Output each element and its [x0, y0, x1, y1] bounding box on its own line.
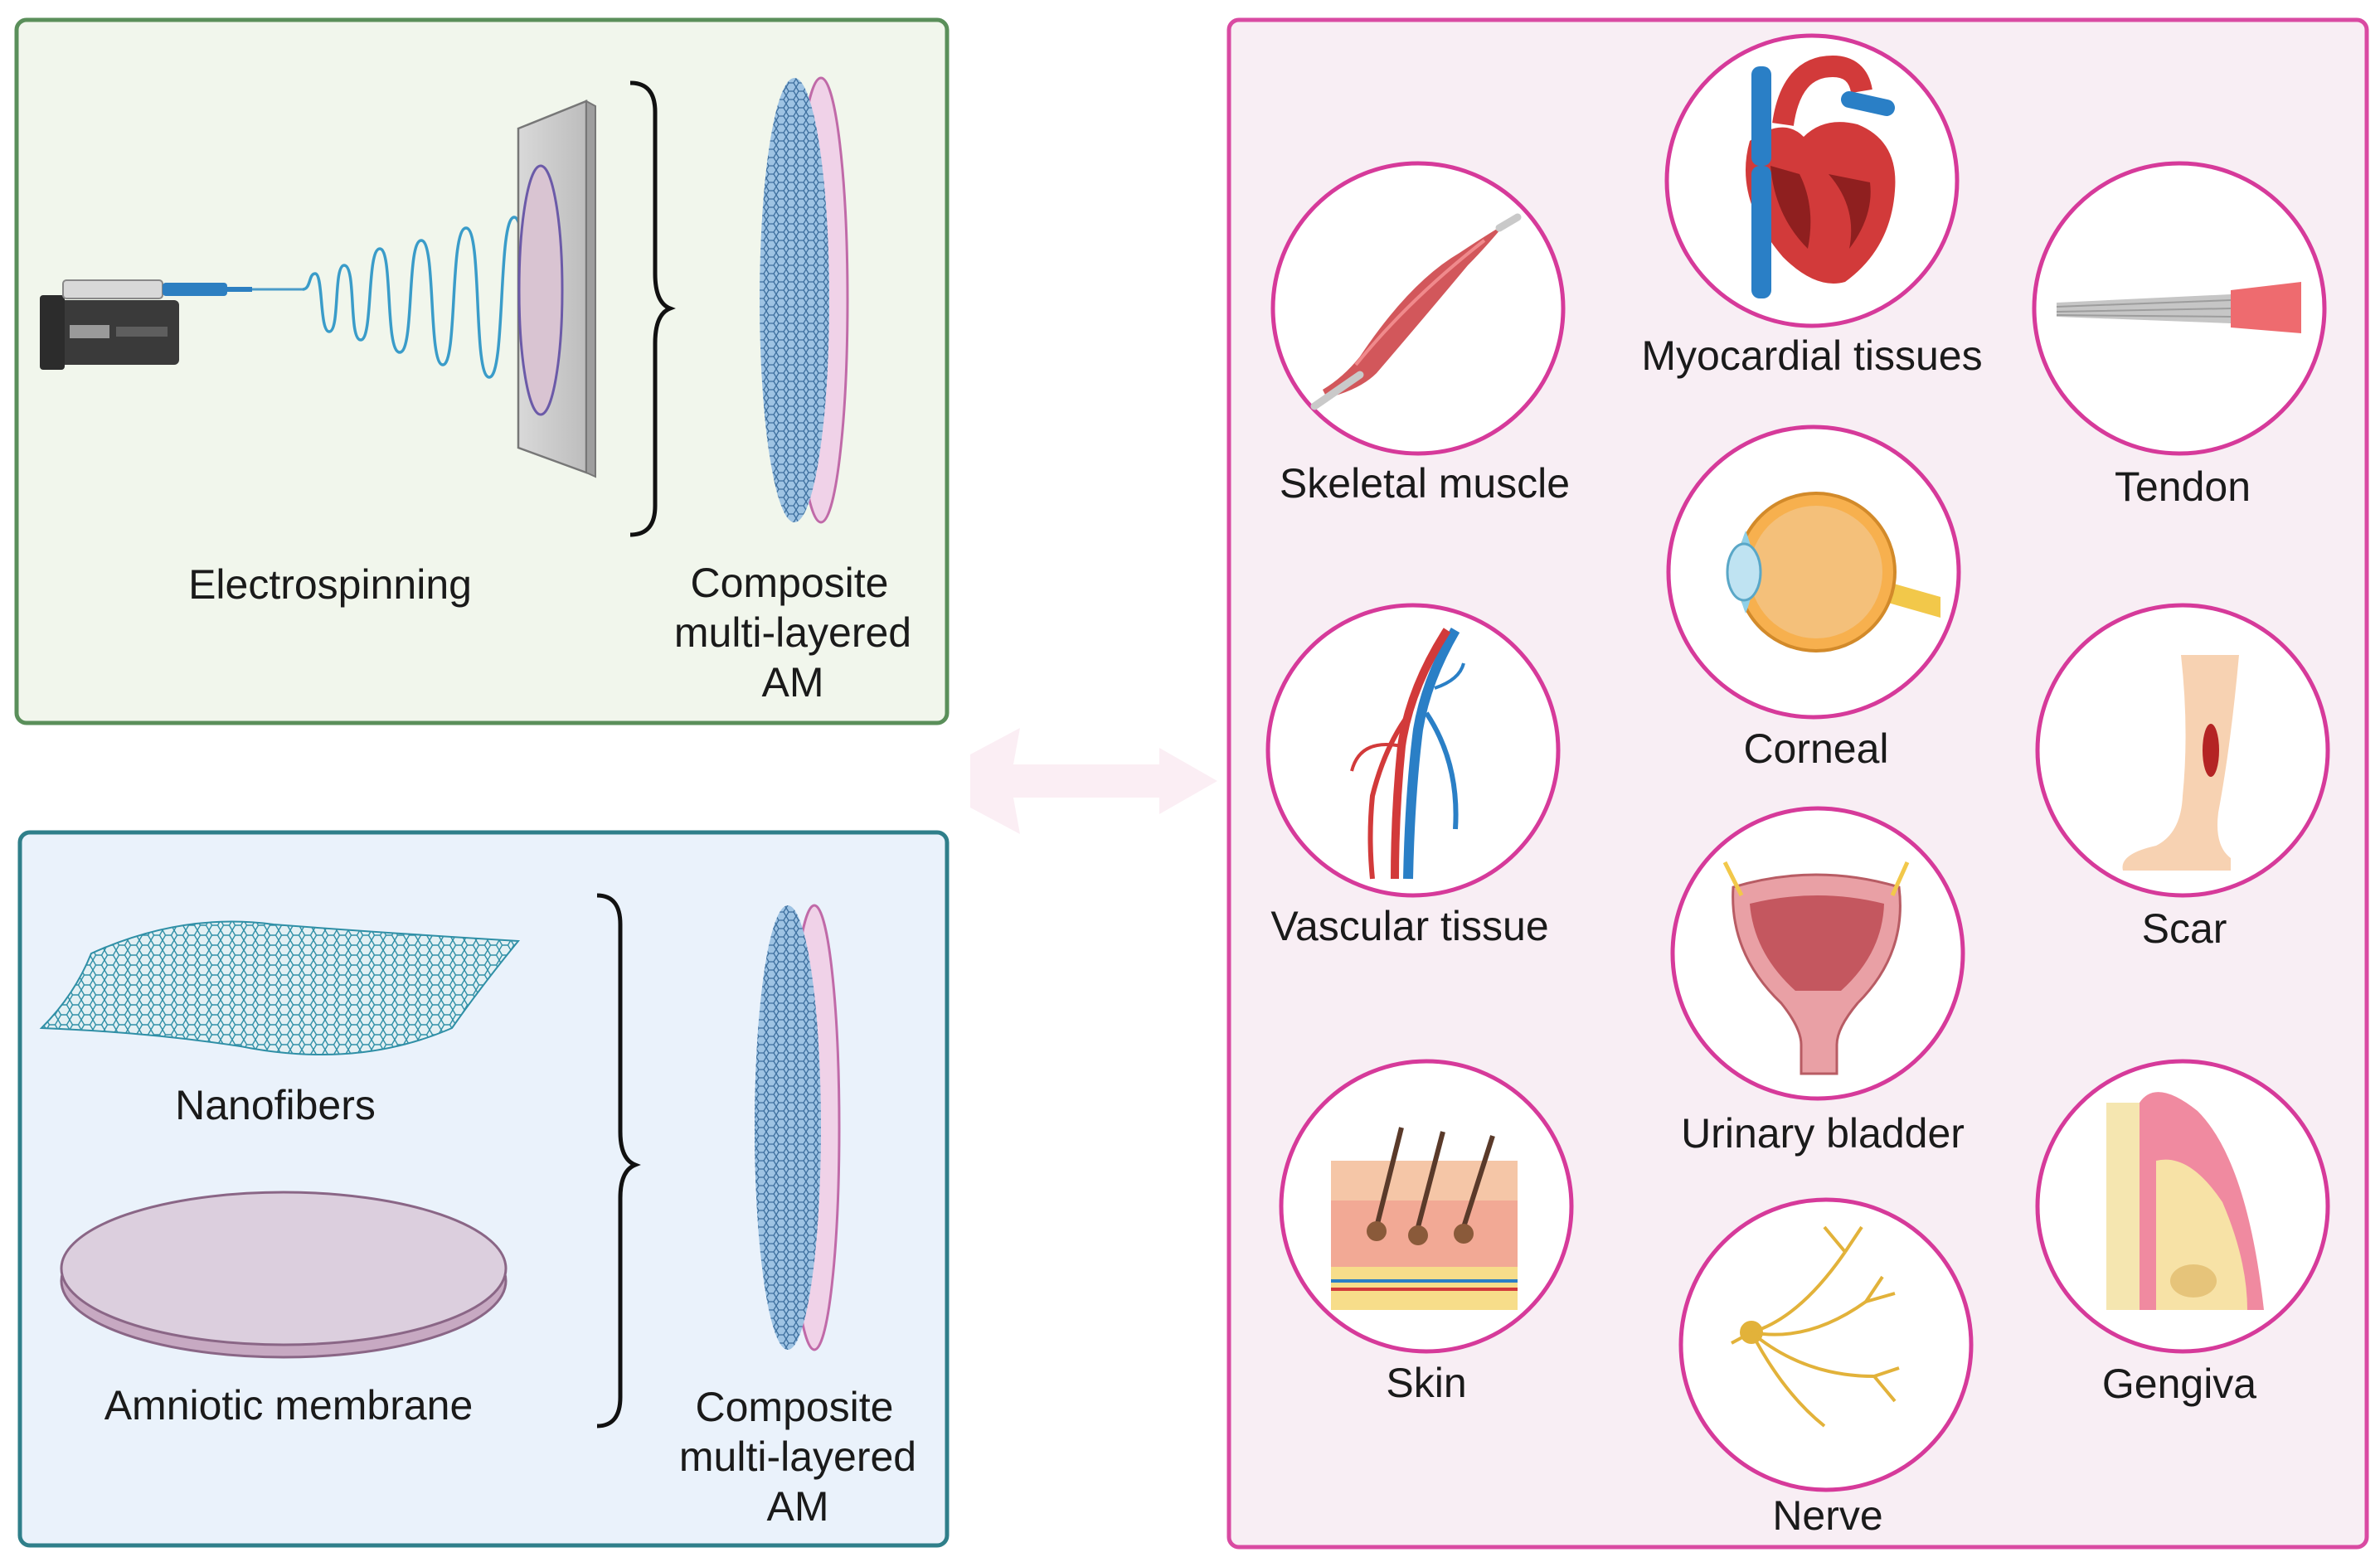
nanofiber-sheet-icon	[39, 920, 521, 1056]
gum-tooth-icon	[2106, 1092, 2264, 1310]
composite-label-line3: AM	[767, 1483, 829, 1530]
bladder-icon	[1722, 861, 1910, 1075]
corneal-label: Corneal	[1743, 725, 1888, 772]
amniotic-membrane-icon	[60, 1191, 508, 1359]
tendon-icon	[2056, 282, 2301, 333]
composite-label-line1: Composite	[691, 560, 889, 606]
scar-circle	[2035, 603, 2330, 898]
composite-label-line3: AM	[762, 659, 824, 706]
arrow-right-icon	[970, 728, 1217, 834]
skin-label: Skin	[1386, 1360, 1466, 1406]
composite-disc-icon	[760, 76, 849, 524]
nanofibers-label: Nanofibers	[175, 1082, 376, 1128]
syringe-pump-icon	[40, 279, 303, 370]
tendon-circle	[2032, 161, 2327, 456]
scar-label: Scar	[2142, 905, 2227, 952]
skeletal-muscle-circle	[1270, 161, 1566, 456]
layering-panel: Nanofibers Amniotic membrane Composite m…	[17, 830, 950, 1548]
brace-icon	[596, 893, 641, 1429]
composite-label-line2: multi-layered	[679, 1433, 916, 1480]
collector-plate-icon	[517, 99, 596, 478]
leg-scar-icon	[2122, 655, 2239, 871]
myocardial-label: Myocardial tissues	[1641, 332, 1982, 379]
skin-circle	[1279, 1059, 1574, 1354]
gengiva-label: Gengiva	[2102, 1361, 2256, 1407]
composite-disc-icon	[755, 904, 841, 1351]
gengiva-circle	[2035, 1059, 2330, 1354]
eye-icon	[1726, 492, 1940, 652]
skin-layers-icon	[1331, 1127, 1518, 1310]
electrospinning-label: Electrospinning	[188, 561, 472, 608]
composite-label-line1: Composite	[696, 1384, 894, 1430]
nerve-label: Nerve	[1772, 1492, 1882, 1539]
corneal-circle	[1666, 424, 1961, 720]
muscle-icon	[1310, 213, 1522, 410]
composite-label-line2: multi-layered	[674, 609, 911, 656]
tendon-label: Tendon	[2115, 463, 2251, 510]
nerve-icon	[1731, 1225, 1900, 1428]
nerve-circle	[1678, 1197, 1974, 1492]
blood-vessels-icon	[1350, 627, 1465, 880]
amniotic-membrane-label: Amniotic membrane	[104, 1382, 474, 1429]
applications-panel: Skeletal muscle Myocardial tissues	[1226, 17, 2369, 1550]
brace-icon	[629, 80, 676, 537]
skeletal-muscle-label: Skeletal muscle	[1280, 460, 1570, 507]
urinary-bladder-label: Urinary bladder	[1681, 1110, 1965, 1157]
fiber-jet-icon	[302, 216, 537, 391]
urinary-bladder-circle	[1670, 806, 1965, 1101]
myocardial-circle	[1664, 33, 1960, 328]
heart-icon	[1746, 55, 1896, 298]
electrospinning-panel: Electrospinning Composite multi-layered …	[14, 17, 950, 725]
vascular-label: Vascular tissue	[1270, 903, 1548, 949]
vascular-circle	[1265, 603, 1561, 898]
